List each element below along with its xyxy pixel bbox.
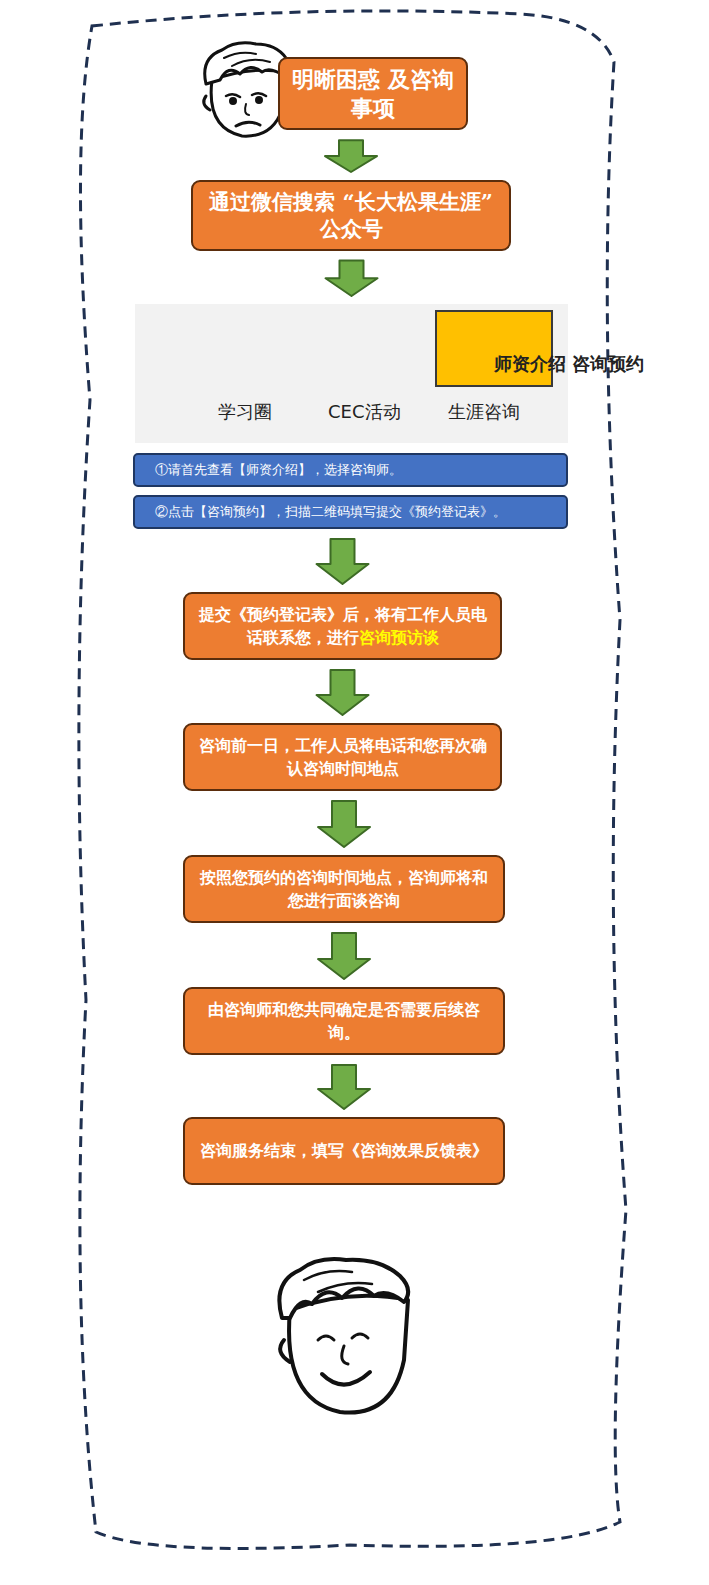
- text-block: 提交《预约登记表》后，将有工作人员电话联系您，进行咨询预访谈: [197, 603, 488, 649]
- box-label: 通过微信搜索 “长大松果生涯” 公众号: [205, 188, 497, 243]
- box-label: ②点击【咨询预约】，扫描二维码填写提交《预约登记表》。: [155, 504, 506, 519]
- highlight-text: 咨询预访谈: [359, 628, 439, 647]
- dashed-border: [79, 11, 626, 1549]
- menu-item: 生涯咨询: [448, 400, 520, 424]
- text-block: 由咨询师和您共同确定是否需要后续咨询。: [197, 998, 491, 1044]
- box-label: 按照您预约的咨询时间地点，咨询师将和您进行面谈咨询: [200, 868, 488, 910]
- block-arrow: [318, 801, 370, 847]
- text-block: 通过微信搜索 “长大松果生涯” 公众号: [205, 188, 497, 243]
- block-arrow: [325, 140, 377, 172]
- text-block: 按照您预约的咨询时间地点，咨询师将和您进行面谈咨询: [197, 866, 491, 912]
- text-block: ①请首先查看【师资介绍】，选择咨询师。: [155, 461, 402, 479]
- box-label: 由咨询师和您共同确定是否需要后续咨询。: [208, 1000, 480, 1042]
- block-arrow: [326, 261, 378, 296]
- text-block: 咨询前一日，工作人员将电话和您再次确认咨询时间地点: [197, 734, 488, 780]
- text-block: ②点击【咨询预约】，扫描二维码填写提交《预约登记表》。: [155, 503, 506, 521]
- box-label: ①请首先查看【师资介绍】，选择咨询师。: [155, 462, 402, 477]
- block-arrow: [317, 539, 369, 584]
- process-box: 由咨询师和您共同确定是否需要后续咨询。: [183, 987, 505, 1055]
- menu-item: CEC活动: [328, 400, 401, 424]
- text-block: 明晰困惑 及咨询事项: [292, 65, 454, 122]
- sad-face: [204, 43, 289, 136]
- box-label: 明晰困惑 及咨询事项: [292, 65, 454, 122]
- process-box: 咨询前一日，工作人员将电话和您再次确认咨询时间地点: [183, 723, 502, 791]
- block-arrow: [318, 933, 370, 979]
- menu-panel: 师资介绍 咨询预约学习圈 CEC活动 生涯咨询: [135, 304, 568, 443]
- process-box: 按照您预约的咨询时间地点，咨询师将和您进行面谈咨询: [183, 855, 505, 923]
- happy-face: [279, 1259, 408, 1412]
- process-box: 通过微信搜索 “长大松果生涯” 公众号: [191, 180, 511, 251]
- box-label: 咨询服务结束，填写《咨询效果反馈表》: [200, 1141, 488, 1160]
- box-label: 咨询前一日，工作人员将电话和您再次确认咨询时间地点: [199, 736, 487, 778]
- box-label: 师资介绍 咨询预约: [494, 349, 644, 380]
- callout-box: 师资介绍 咨询预约: [435, 310, 553, 387]
- text-block: 咨询服务结束，填写《咨询效果反馈表》: [200, 1139, 488, 1162]
- menu-item: 学习圈: [218, 400, 272, 424]
- block-arrow: [318, 1065, 370, 1109]
- instruction-bar: ①请首先查看【师资介绍】，选择咨询师。: [133, 453, 568, 487]
- start-box: 明晰困惑 及咨询事项: [278, 57, 468, 130]
- process-box: 咨询服务结束，填写《咨询效果反馈表》: [183, 1117, 505, 1185]
- process-box: 提交《预约登记表》后，将有工作人员电话联系您，进行咨询预访谈: [183, 592, 502, 660]
- instruction-bar: ②点击【咨询预约】，扫描二维码填写提交《预约登记表》。: [133, 495, 568, 529]
- box-label: 提交《预约登记表》后，将有工作人员电话联系您，进行: [199, 605, 487, 647]
- block-arrow: [317, 670, 369, 715]
